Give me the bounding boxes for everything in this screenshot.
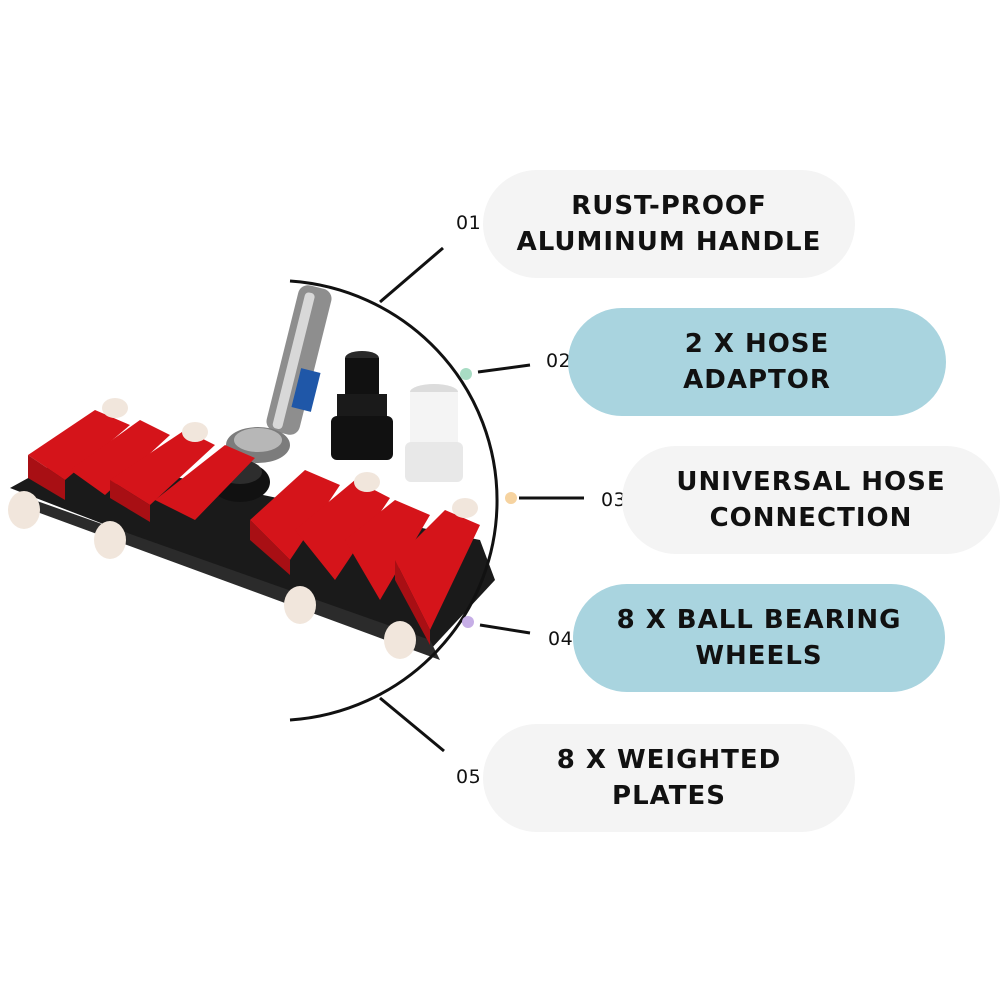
feature-number-02: 02	[546, 350, 572, 372]
callout-arc	[289, 279, 499, 722]
feature-label-connection: UNIVERSAL HOSE CONNECTION	[676, 467, 946, 533]
vacuum-head-image	[8, 285, 495, 660]
feature-pill-handle: RUST-PROOF ALUMINUM HANDLE	[483, 170, 855, 278]
feature-label-handle: RUST-PROOF ALUMINUM HANDLE	[516, 191, 822, 257]
feature-number-03: 03	[601, 489, 627, 511]
wheels	[8, 398, 478, 659]
callout-leaders	[379, 246, 584, 753]
black-hose-adaptor	[331, 351, 393, 460]
callout-dots	[460, 368, 517, 628]
feature-pill-connection: UNIVERSAL HOSE CONNECTION	[622, 446, 1000, 554]
feature-label-plates: 8 X WEIGHTED PLATES	[556, 745, 782, 811]
feature-number-05: 05	[456, 766, 482, 788]
feature-number-01: 01	[456, 212, 482, 234]
feature-label-adaptor: 2 X HOSE ADAPTOR	[683, 329, 831, 395]
feature-pill-wheels: 8 X BALL BEARING WHEELS	[573, 584, 945, 692]
weighted-plates	[28, 410, 480, 630]
feature-number-04: 04	[548, 628, 574, 650]
white-hose-adaptor	[405, 384, 463, 482]
aluminum-handle	[226, 285, 332, 463]
feature-pill-adaptor: 2 X HOSE ADAPTOR	[568, 308, 946, 416]
feature-label-wheels: 8 X BALL BEARING WHEELS	[616, 605, 902, 671]
feature-pill-plates: 8 X WEIGHTED PLATES	[483, 724, 855, 832]
